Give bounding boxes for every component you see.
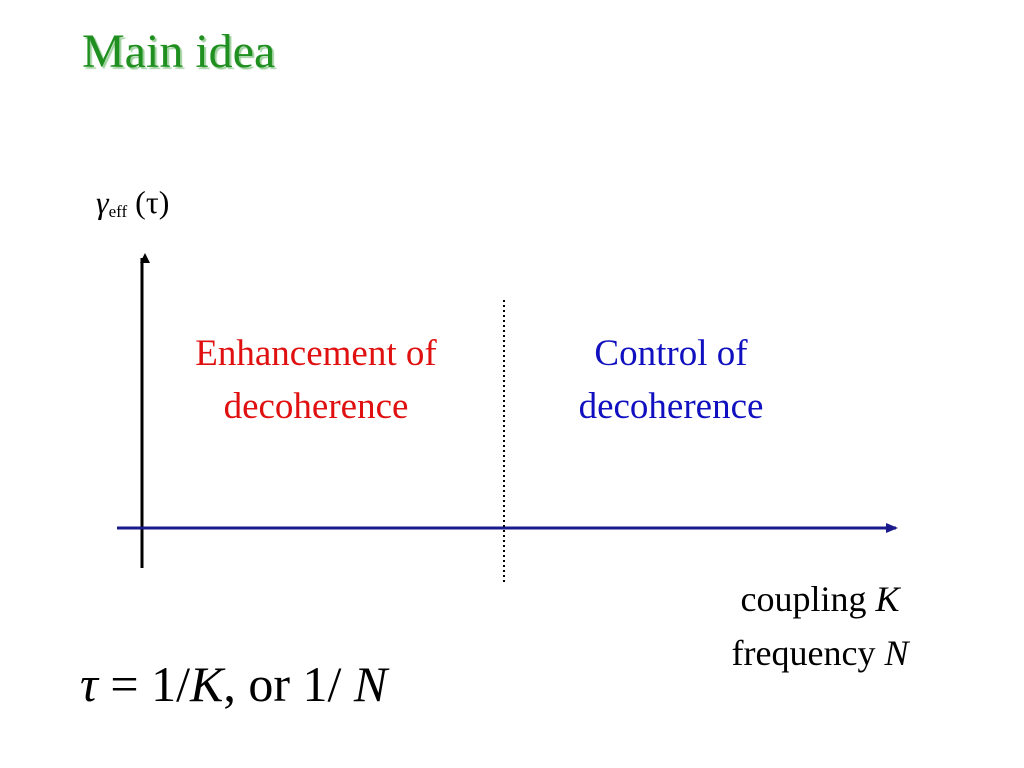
control-line2: decoherence [578, 386, 764, 427]
formula-equals: = 1/ [97, 656, 190, 712]
enhancement-line2: decoherence [223, 386, 409, 427]
control-line1: Control of [594, 333, 748, 374]
slide-title: Main idea [82, 25, 276, 78]
coupling-text: coupling [740, 579, 876, 619]
gamma-symbol: γ [96, 184, 109, 220]
control-region-label: Control of decoherence [540, 327, 802, 433]
frequency-var: N [884, 633, 909, 673]
x-axis-line1: coupling K [690, 572, 950, 626]
y-axis-argument: (τ) [135, 184, 170, 220]
enhancement-line1: Enhancement of [195, 333, 437, 374]
coupling-var: K [875, 579, 900, 619]
formula-middle: , or 1/ [223, 656, 354, 712]
x-axis-label: coupling K frequency N [690, 572, 950, 680]
y-axis-label: γeff (τ) [96, 184, 169, 221]
enhancement-region-label: Enhancement of decoherence [160, 327, 472, 433]
formula-n: N [353, 656, 388, 712]
x-axis-line2: frequency N [690, 626, 950, 680]
frequency-text: frequency [731, 633, 885, 673]
y-axis-subscript: eff [108, 202, 128, 221]
tau-formula: τ = 1/K, or 1/ N [80, 655, 387, 713]
formula-tau: τ [80, 656, 98, 712]
formula-k: K [190, 656, 224, 712]
